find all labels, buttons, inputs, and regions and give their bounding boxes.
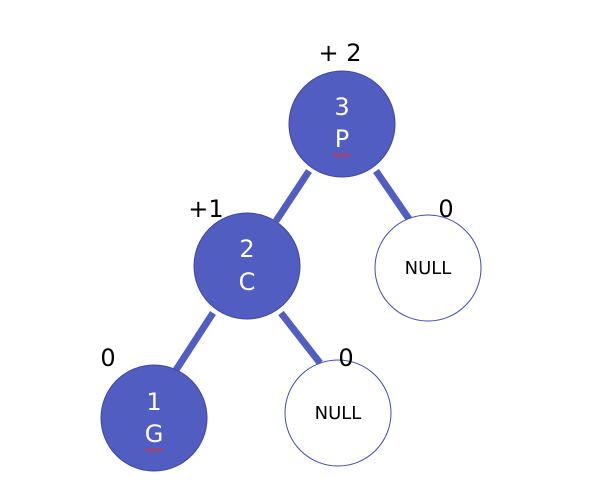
tree-edges bbox=[173, 169, 412, 372]
balance-factor-null-c: 0 bbox=[338, 344, 353, 372]
null-label: NULL bbox=[405, 258, 452, 279]
node-circle bbox=[193, 212, 301, 320]
edge-c-null bbox=[278, 310, 323, 366]
node-letter: C bbox=[239, 268, 256, 296]
balance-factor-g: 0 bbox=[100, 344, 115, 372]
node-number: 3 bbox=[334, 93, 349, 121]
edge-p-c bbox=[273, 169, 312, 223]
null-label: NULL bbox=[315, 403, 362, 424]
node-circle bbox=[374, 214, 482, 322]
edge-c-g bbox=[173, 311, 216, 372]
balance-factor-p: + 2 bbox=[318, 39, 361, 67]
node-circle bbox=[284, 359, 392, 467]
node-letter: G bbox=[145, 420, 164, 448]
node-letter: P bbox=[335, 125, 349, 153]
node-number: 2 bbox=[239, 235, 254, 263]
edge-p-null bbox=[373, 169, 412, 221]
tree-node-g: 1 G bbox=[100, 364, 208, 472]
tree-node-p: 3 P bbox=[288, 70, 396, 178]
node-circle bbox=[288, 70, 396, 178]
spellcheck-underline bbox=[144, 448, 164, 452]
node-number: 1 bbox=[146, 388, 161, 416]
balance-factor-null-p: 0 bbox=[438, 195, 453, 223]
node-circle bbox=[100, 364, 208, 472]
spellcheck-underline bbox=[332, 153, 352, 157]
tree-node-c: 2 C bbox=[193, 212, 301, 320]
null-node-right-of-c: NULL bbox=[284, 359, 392, 467]
balance-factor-c: +1 bbox=[188, 195, 223, 223]
null-node-right-of-p: NULL bbox=[374, 214, 482, 322]
